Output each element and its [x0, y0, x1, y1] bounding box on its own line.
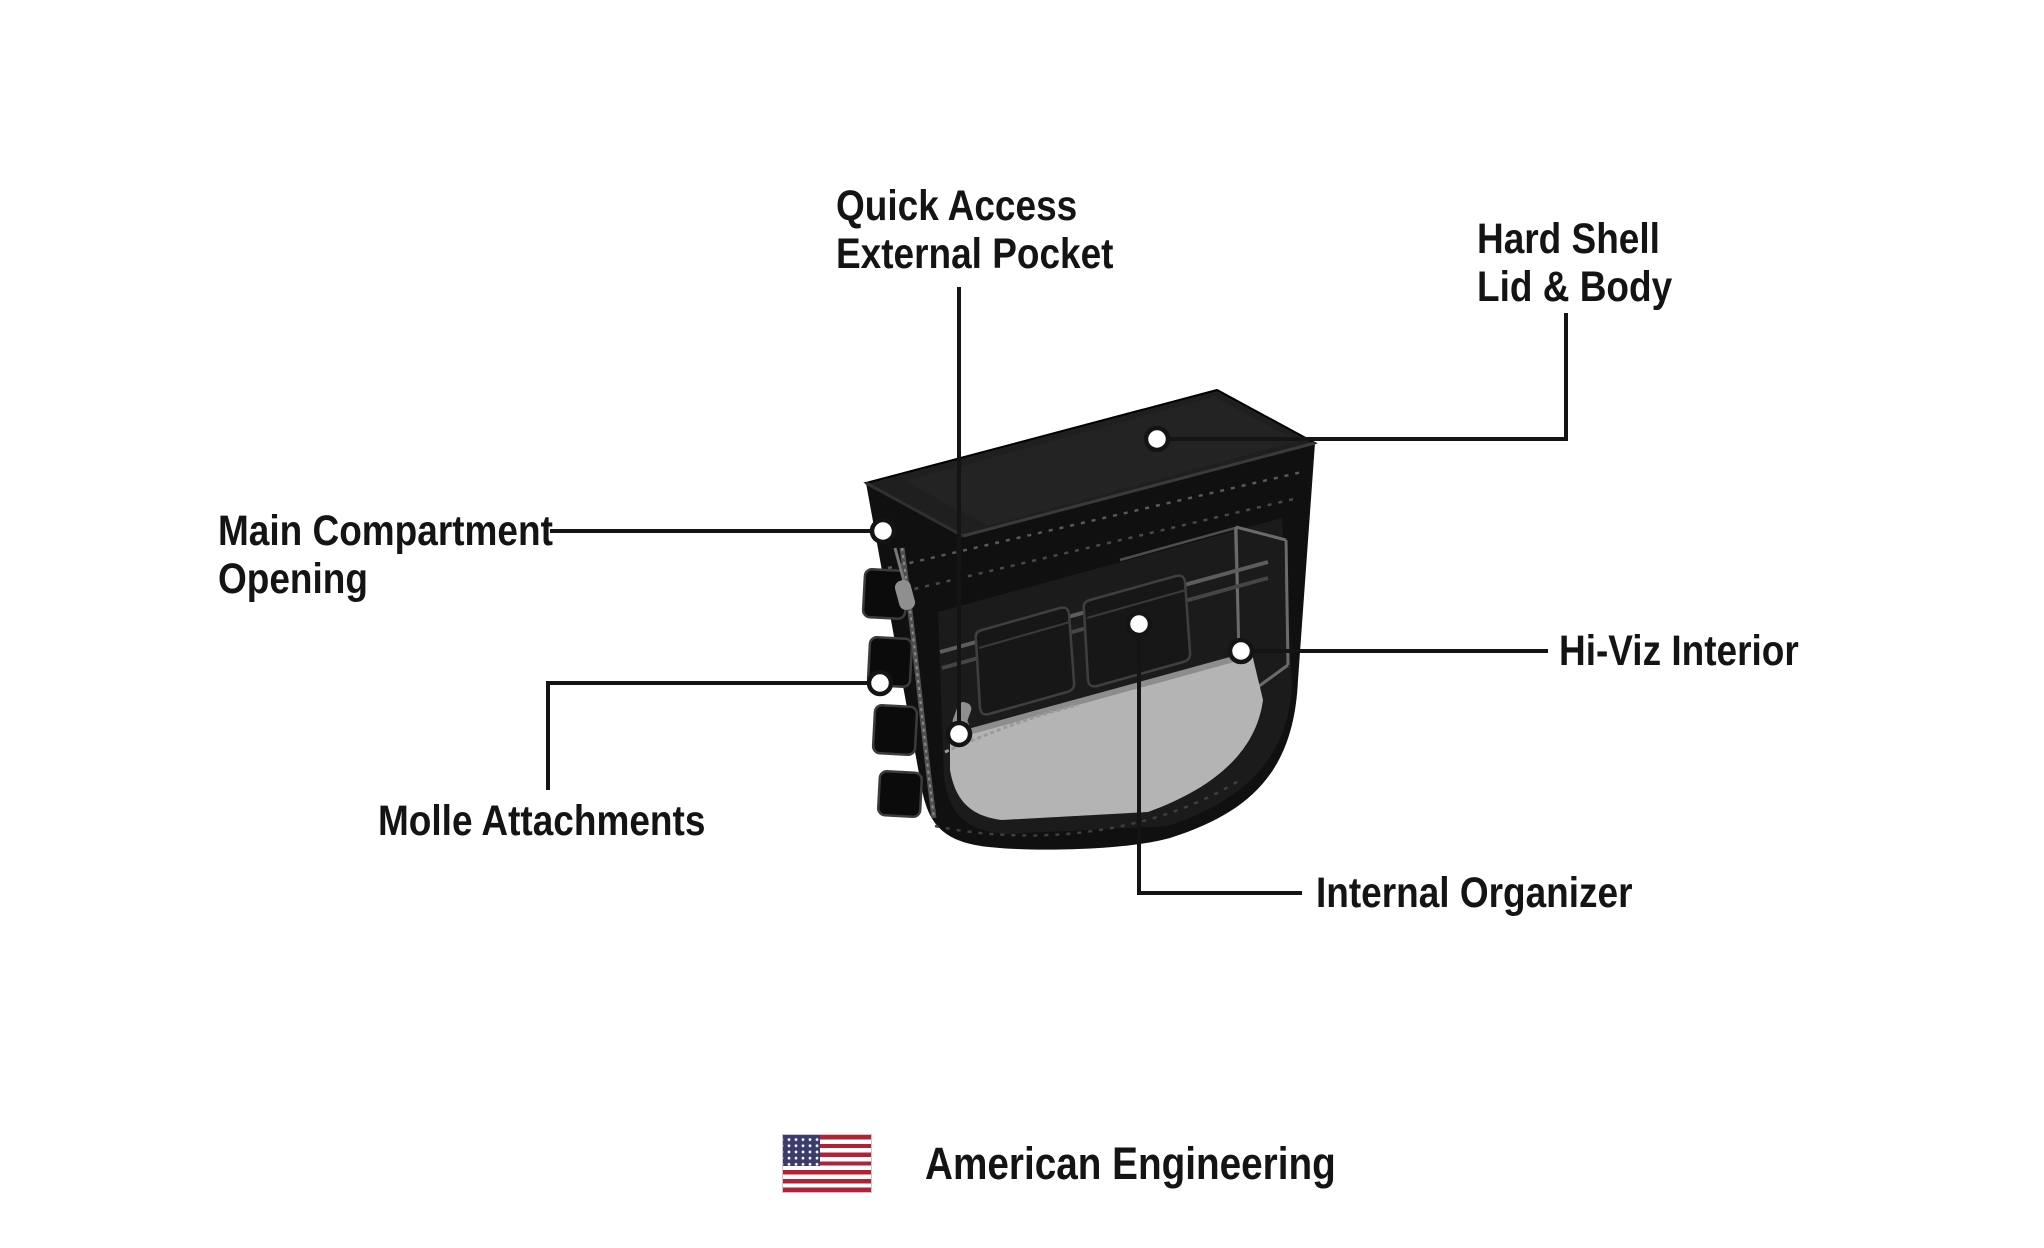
- callout-label-molle-attachments: Molle Attachments: [378, 797, 706, 845]
- lid-left-edge: [865, 481, 964, 538]
- main-zipper-pull: [894, 580, 916, 610]
- callout-label-hard-shell-lid-body: Hard Shell Lid & Body: [1477, 215, 1673, 312]
- molle-strap-3: [871, 704, 919, 756]
- marker-dot-quick-access: [945, 720, 973, 748]
- lid-stitch-line-1: [887, 470, 1303, 570]
- organizer-pocket-2-flap: [1086, 589, 1187, 619]
- marker-dot-internal-organizer: [1125, 610, 1153, 638]
- callout-label-main-compartment-opening: Main Compartment Opening: [218, 507, 553, 604]
- footer-text-american-engineering: American Engineering: [925, 1138, 1336, 1189]
- leader-lines: [546, 287, 1568, 895]
- marker-dots: [866, 425, 1255, 748]
- leader-line-hard-shell: [1157, 313, 1568, 441]
- marker-dot-main-compartment: [869, 517, 897, 545]
- interior-right-wall-frame: [1234, 525, 1290, 702]
- marker-dot-molle: [866, 669, 894, 697]
- lid-front-edge: [962, 441, 1316, 538]
- organizer-pocket-1-flap: [978, 621, 1071, 649]
- leader-line-molle: [546, 681, 880, 790]
- leader-line-internal-organizer: [1137, 624, 1302, 895]
- us-flag-canton: [783, 1135, 820, 1166]
- callout-label-quick-access-external-pocket: Quick Access External Pocket: [836, 182, 1114, 279]
- main-zipper-pull-cord: [893, 547, 907, 586]
- marker-dot-hi-viz: [1227, 637, 1255, 665]
- marker-dot-hard-shell: [1143, 425, 1171, 453]
- organizer-pocket-1: [974, 606, 1076, 716]
- hi-viz-interior-floor: [950, 654, 1263, 820]
- callout-label-internal-organizer: Internal Organizer: [1316, 869, 1633, 917]
- saddlebag-illustration: [861, 388, 1318, 850]
- floor-back-edge: [949, 651, 1253, 740]
- callout-label-hi-viz-interior: Hi-Viz Interior: [1559, 627, 1799, 675]
- us-flag-icon: [782, 1134, 872, 1193]
- bag-lid-sheen: [905, 397, 1298, 526]
- molle-strap-4: [876, 770, 924, 818]
- bottom-stitch-line: [934, 778, 1241, 837]
